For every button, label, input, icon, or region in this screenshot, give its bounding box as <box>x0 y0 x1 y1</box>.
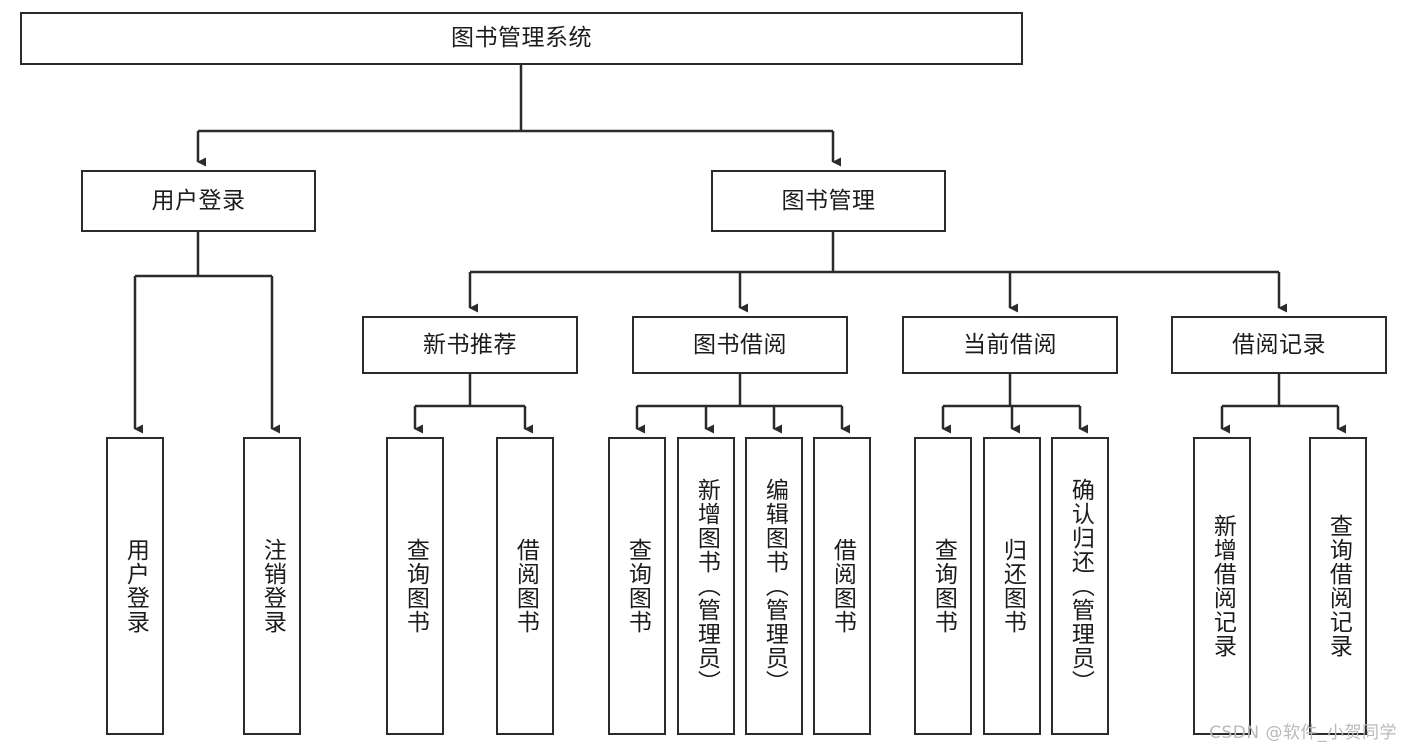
leaf-logout[interactable]: 注销登录 <box>243 437 301 735</box>
leaf-cb-return-book[interactable]: 归还图书 <box>983 437 1041 735</box>
leaf-bb-add-book-admin-label: 新增图书（管理员） <box>693 478 720 694</box>
node-new-book-recommend[interactable]: 新书推荐 <box>362 316 578 374</box>
node-user-login[interactable]: 用户登录 <box>81 170 316 232</box>
leaf-nb-query-book-label: 查询图书 <box>402 538 429 634</box>
leaf-br-query-record[interactable]: 查询借阅记录 <box>1309 437 1367 735</box>
leaf-bb-query-book[interactable]: 查询图书 <box>608 437 666 735</box>
node-book-borrow[interactable]: 图书借阅 <box>632 316 848 374</box>
leaf-cb-return-book-label: 归还图书 <box>999 538 1026 634</box>
leaf-logout-label: 注销登录 <box>259 538 286 634</box>
leaf-cb-query-book-label: 查询图书 <box>930 538 957 634</box>
leaf-bb-edit-book-admin[interactable]: 编辑图书（管理员） <box>745 437 803 735</box>
node-book-manage-label: 图书管理 <box>781 187 876 214</box>
node-book-manage[interactable]: 图书管理 <box>711 170 946 232</box>
leaf-bb-borrow-book[interactable]: 借阅图书 <box>813 437 871 735</box>
leaf-bb-add-book-admin[interactable]: 新增图书（管理员） <box>677 437 735 735</box>
leaf-user-login[interactable]: 用户登录 <box>106 437 164 735</box>
leaf-bb-edit-book-admin-label: 编辑图书（管理员） <box>761 478 788 694</box>
node-book-borrow-label: 图书借阅 <box>693 331 787 358</box>
leaf-cb-confirm-return-admin[interactable]: 确认归还（管理员） <box>1051 437 1109 735</box>
node-new-book-recommend-label: 新书推荐 <box>423 331 517 358</box>
leaf-user-login-label: 用户登录 <box>122 538 149 634</box>
leaf-br-query-record-label: 查询借阅记录 <box>1325 514 1352 658</box>
node-user-login-label: 用户登录 <box>151 187 246 214</box>
leaf-cb-query-book[interactable]: 查询图书 <box>914 437 972 735</box>
leaf-bb-query-book-label: 查询图书 <box>624 538 651 634</box>
node-root[interactable]: 图书管理系统 <box>20 12 1023 65</box>
node-root-label: 图书管理系统 <box>451 25 592 52</box>
node-current-borrow-label: 当前借阅 <box>963 331 1057 358</box>
leaf-br-add-record[interactable]: 新增借阅记录 <box>1193 437 1251 735</box>
node-borrow-record-label: 借阅记录 <box>1232 331 1326 358</box>
leaf-cb-confirm-return-admin-label: 确认归还（管理员） <box>1067 478 1094 694</box>
node-borrow-record[interactable]: 借阅记录 <box>1171 316 1387 374</box>
node-current-borrow[interactable]: 当前借阅 <box>902 316 1118 374</box>
leaf-nb-borrow-book[interactable]: 借阅图书 <box>496 437 554 735</box>
leaf-nb-query-book[interactable]: 查询图书 <box>386 437 444 735</box>
leaf-bb-borrow-book-label: 借阅图书 <box>829 538 856 634</box>
leaf-br-add-record-label: 新增借阅记录 <box>1209 514 1236 658</box>
leaf-nb-borrow-book-label: 借阅图书 <box>512 538 539 634</box>
